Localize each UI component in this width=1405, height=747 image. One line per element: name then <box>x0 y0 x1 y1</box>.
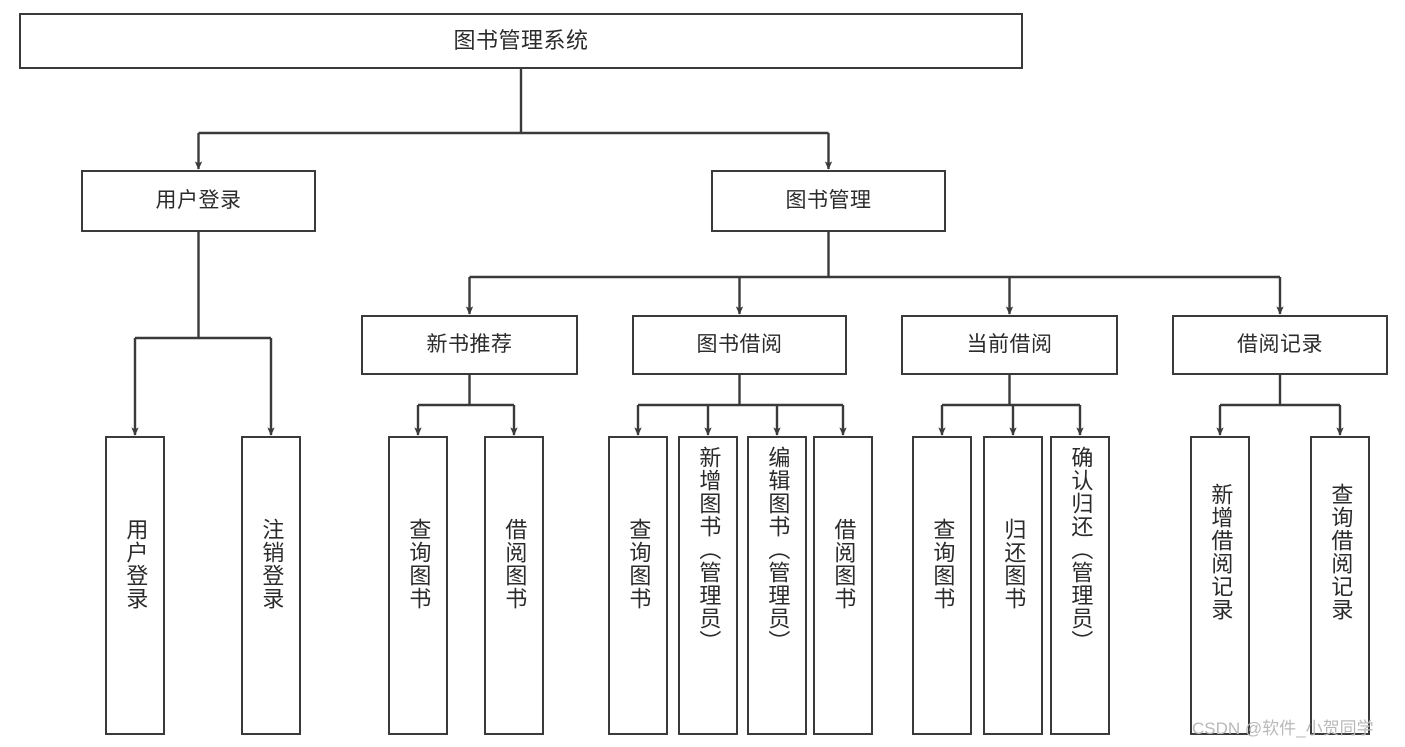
node-leaf-add-book-label: 新增图书（管理员） <box>696 446 722 653</box>
node-leaf-confirm-return[interactable]: 确认归还（管理员） <box>1050 436 1110 735</box>
node-leaf-add-record-label: 新增借阅记录 <box>1208 483 1234 621</box>
node-leaf-return-book-label: 归还图书 <box>1001 518 1027 610</box>
node-new-book-recommend-label: 新书推荐 <box>426 332 513 356</box>
node-user-login-label: 用户登录 <box>155 188 242 212</box>
node-leaf-confirm-return-label: 确认归还（管理员） <box>1068 446 1094 653</box>
node-leaf-query-book-cur-label: 查询图书 <box>930 518 956 610</box>
csdn-watermark: CSDN @软件_小贺同学 <box>1192 719 1374 738</box>
node-leaf-borrow-book[interactable]: 借阅图书 <box>813 436 873 735</box>
node-leaf-logout[interactable]: 注销登录 <box>241 436 301 735</box>
node-borrow-record[interactable]: 借阅记录 <box>1172 315 1388 375</box>
node-book-management-label: 图书管理 <box>785 188 872 212</box>
node-borrow-record-label: 借阅记录 <box>1237 332 1323 356</box>
node-leaf-user-login[interactable]: 用户登录 <box>105 436 165 735</box>
node-leaf-borrow-book-label: 借阅图书 <box>831 518 857 610</box>
node-leaf-add-book[interactable]: 新增图书（管理员） <box>678 436 738 735</box>
node-leaf-edit-book-label: 编辑图书（管理员） <box>765 446 791 653</box>
node-leaf-add-record[interactable]: 新增借阅记录 <box>1190 436 1250 735</box>
node-current-borrow[interactable]: 当前借阅 <box>901 315 1118 375</box>
node-book-borrow[interactable]: 图书借阅 <box>632 315 847 375</box>
node-leaf-query-book-rec[interactable]: 查询图书 <box>388 436 448 735</box>
node-leaf-query-book-cur[interactable]: 查询图书 <box>912 436 972 735</box>
node-leaf-query-record-label: 查询借阅记录 <box>1328 483 1354 621</box>
node-leaf-query-record[interactable]: 查询借阅记录 <box>1310 436 1370 735</box>
node-root-label: 图书管理系统 <box>453 28 589 54</box>
node-leaf-borrow-book-rec[interactable]: 借阅图书 <box>484 436 544 735</box>
node-new-book-recommend[interactable]: 新书推荐 <box>361 315 578 375</box>
node-leaf-borrow-book-rec-label: 借阅图书 <box>502 518 528 610</box>
node-leaf-edit-book[interactable]: 编辑图书（管理员） <box>747 436 807 735</box>
node-leaf-user-login-label: 用户登录 <box>123 518 149 610</box>
node-leaf-query-book-rec-label: 查询图书 <box>406 518 432 610</box>
node-user-login[interactable]: 用户登录 <box>81 170 316 232</box>
node-leaf-query-book[interactable]: 查询图书 <box>608 436 668 735</box>
node-book-borrow-label: 图书借阅 <box>696 332 783 356</box>
node-leaf-logout-label: 注销登录 <box>259 518 285 610</box>
node-leaf-query-book-label: 查询图书 <box>626 518 652 610</box>
node-book-management[interactable]: 图书管理 <box>711 170 946 232</box>
node-leaf-return-book[interactable]: 归还图书 <box>983 436 1043 735</box>
node-root[interactable]: 图书管理系统 <box>19 13 1023 69</box>
node-current-borrow-label: 当前借阅 <box>966 332 1053 356</box>
